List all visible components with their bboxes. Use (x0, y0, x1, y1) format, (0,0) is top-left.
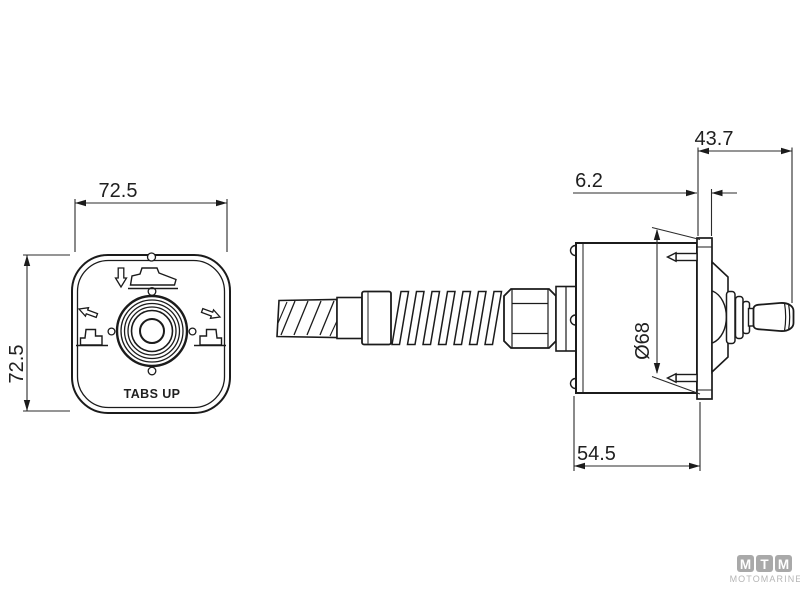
bellows (725, 290, 755, 345)
flange-thickness-dimension: 6.2 (573, 147, 737, 236)
front-height-dimension: 72.5 (6, 254, 70, 412)
front-view: TABS UP (71, 252, 231, 414)
joystick-knob (752, 302, 795, 332)
protrusion-dimension: 43.7 (695, 128, 793, 303)
logo-tile-3 (775, 555, 792, 572)
flange-diameter-value: Ø68 (632, 322, 654, 360)
front-width-value: 72.5 (99, 180, 138, 202)
gland-nut (503, 288, 557, 349)
cable-spiral (276, 298, 338, 339)
front-width-dimension: 72.5 (74, 180, 228, 252)
side-view (276, 237, 795, 400)
mtm-logo: M T M MOTOMARINE (730, 555, 800, 584)
front-height-value: 72.5 (6, 345, 28, 384)
joystick-rings (115, 294, 189, 368)
switch-mount (711, 260, 729, 374)
spring-coil (391, 290, 503, 346)
logo-brand-name: MOTOMARINE (730, 574, 800, 584)
logo-tile-2 (756, 555, 773, 572)
tabs-up-label: TABS UP (124, 387, 181, 401)
control-box (569, 242, 698, 394)
cable-sleeve-large (361, 290, 392, 346)
protrusion-value: 43.7 (695, 128, 734, 150)
logo-letter-3: M (778, 557, 789, 572)
mounting-screw-top (665, 251, 698, 263)
logo-tile-1 (737, 555, 754, 572)
body-depth-value: 54.5 (577, 443, 616, 465)
boat-profile-icon (128, 267, 178, 290)
flange-diameter-dimension: Ø68 (632, 226, 701, 395)
flange-thickness-value: 6.2 (575, 170, 603, 192)
logo-letter-2: T (760, 557, 769, 572)
port-tab-icon (76, 306, 108, 347)
logo-letter-1: M (740, 557, 751, 572)
body-depth-dimension: 54.5 (573, 396, 701, 471)
faceplate-top-notch (146, 252, 157, 262)
arrow-up-left-icon (77, 306, 99, 319)
cable-sleeve-small (336, 296, 363, 340)
bow-down-arrow-icon (114, 267, 128, 289)
starboard-tab-icon (194, 307, 226, 347)
mounting-flange (696, 237, 713, 400)
mounting-screw-bottom (665, 372, 698, 384)
arrow-down-right-icon (200, 307, 222, 320)
